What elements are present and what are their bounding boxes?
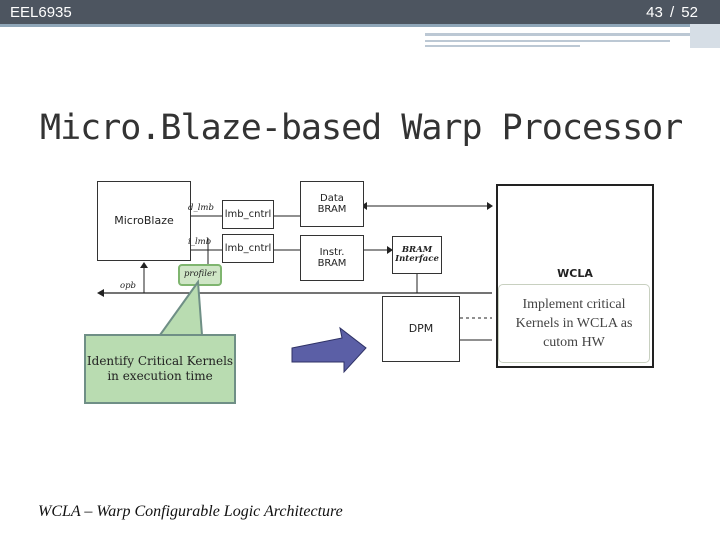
bram-interface-line1: BRAM (401, 244, 433, 255)
slide-title: Micro.Blaze-based Warp Processor (40, 108, 683, 148)
bram-interface-block: BRAM Interface (392, 236, 442, 274)
dpm-block: DPM (382, 296, 460, 362)
wcla-label: WCLA (557, 267, 593, 280)
wcla-callout-text: Implement critical Kernels in WCLA as cu… (515, 297, 633, 350)
profiler-block: profiler (178, 264, 222, 286)
header-accent-line-2 (425, 33, 720, 36)
data-bram-line2: BRAM (317, 204, 347, 215)
page-number: 43 (646, 4, 663, 21)
instr-bram-line1: Instr. (319, 247, 345, 258)
data-bram-line1: Data (320, 193, 344, 204)
lmb-cntrl-instr-block: lmb_cntrl (222, 234, 274, 263)
kernels-callout-text: Identify Critical Kernels in execution t… (86, 354, 234, 383)
microblaze-block: MicroBlaze (97, 181, 191, 261)
page-total: / 52 (669, 4, 698, 21)
opb-label: opb (120, 281, 136, 291)
i-lmb-label: i_lmb (188, 237, 212, 247)
instr-bram-line2: BRAM (317, 258, 347, 269)
instr-bram-block: Instr. BRAM (300, 235, 364, 281)
architecture-diagram: MicroBlaze d_lmb i_lmb lmb_cntrl lmb_cnt… (92, 178, 562, 374)
flow-arrow-icon (291, 326, 367, 374)
wcla-callout: Implement critical Kernels in WCLA as cu… (499, 285, 649, 362)
course-code: EEL6935 (10, 4, 72, 21)
kernels-callout: Identify Critical Kernels in execution t… (84, 334, 236, 404)
header-accent-line-3 (425, 40, 670, 42)
lmb-cntrl-data-block: lmb_cntrl (222, 200, 274, 229)
data-bram-block: Data BRAM (300, 181, 364, 227)
page-indicator: 43 / 52 (646, 4, 698, 21)
bram-interface-line2: Interface (395, 254, 439, 264)
header-bar: EEL6935 43 / 52 (0, 0, 720, 24)
wcla-footnote: WCLA – Warp Configurable Logic Architect… (38, 503, 343, 520)
header-accent-corner (690, 24, 720, 48)
header-accent-line (0, 24, 720, 27)
d-lmb-label: d_lmb (188, 203, 214, 213)
header-accent-line-4 (425, 45, 580, 47)
